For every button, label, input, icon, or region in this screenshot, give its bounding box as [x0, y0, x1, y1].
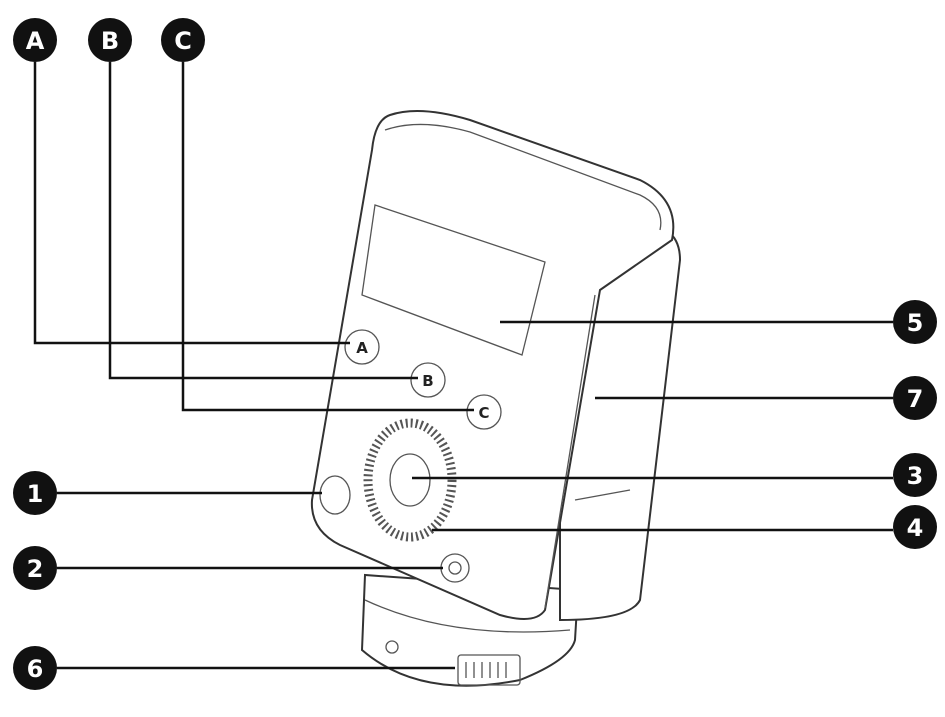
device-front	[310, 110, 675, 620]
button-c[interactable]: C	[466, 394, 502, 430]
flash-trigger-device	[310, 110, 682, 687]
control-dial[interactable]	[363, 418, 457, 542]
callout-1: 1	[13, 471, 57, 515]
button-a[interactable]: A	[344, 329, 380, 365]
svg-text:C: C	[478, 404, 489, 422]
svg-text:A: A	[26, 27, 45, 55]
callout-2: 2	[13, 546, 57, 590]
svg-text:A: A	[356, 339, 368, 357]
callout-7: 7	[893, 376, 937, 420]
svg-text:B: B	[422, 372, 433, 390]
svg-text:6: 6	[27, 655, 44, 683]
callout-c: C	[161, 18, 205, 62]
svg-text:B: B	[101, 27, 119, 55]
svg-text:5: 5	[907, 309, 924, 337]
lcd-screen	[361, 204, 546, 356]
svg-text:1: 1	[27, 480, 44, 508]
callout-a: A	[13, 18, 57, 62]
top-cap	[384, 123, 662, 231]
callout-6: 6	[13, 646, 57, 690]
svg-text:4: 4	[907, 514, 924, 542]
hot-shoe-lock	[457, 654, 521, 686]
svg-text:7: 7	[907, 385, 924, 413]
callout-3: 3	[893, 453, 937, 497]
mode-button[interactable]	[319, 475, 351, 515]
svg-text:C: C	[174, 27, 192, 55]
callout-b: B	[88, 18, 132, 62]
svg-text:2: 2	[27, 555, 44, 583]
callout-4: 4	[893, 505, 937, 549]
set-button[interactable]	[389, 453, 431, 507]
svg-text:3: 3	[907, 462, 924, 490]
button-b[interactable]: B	[410, 362, 446, 398]
callout-5: 5	[893, 300, 937, 344]
